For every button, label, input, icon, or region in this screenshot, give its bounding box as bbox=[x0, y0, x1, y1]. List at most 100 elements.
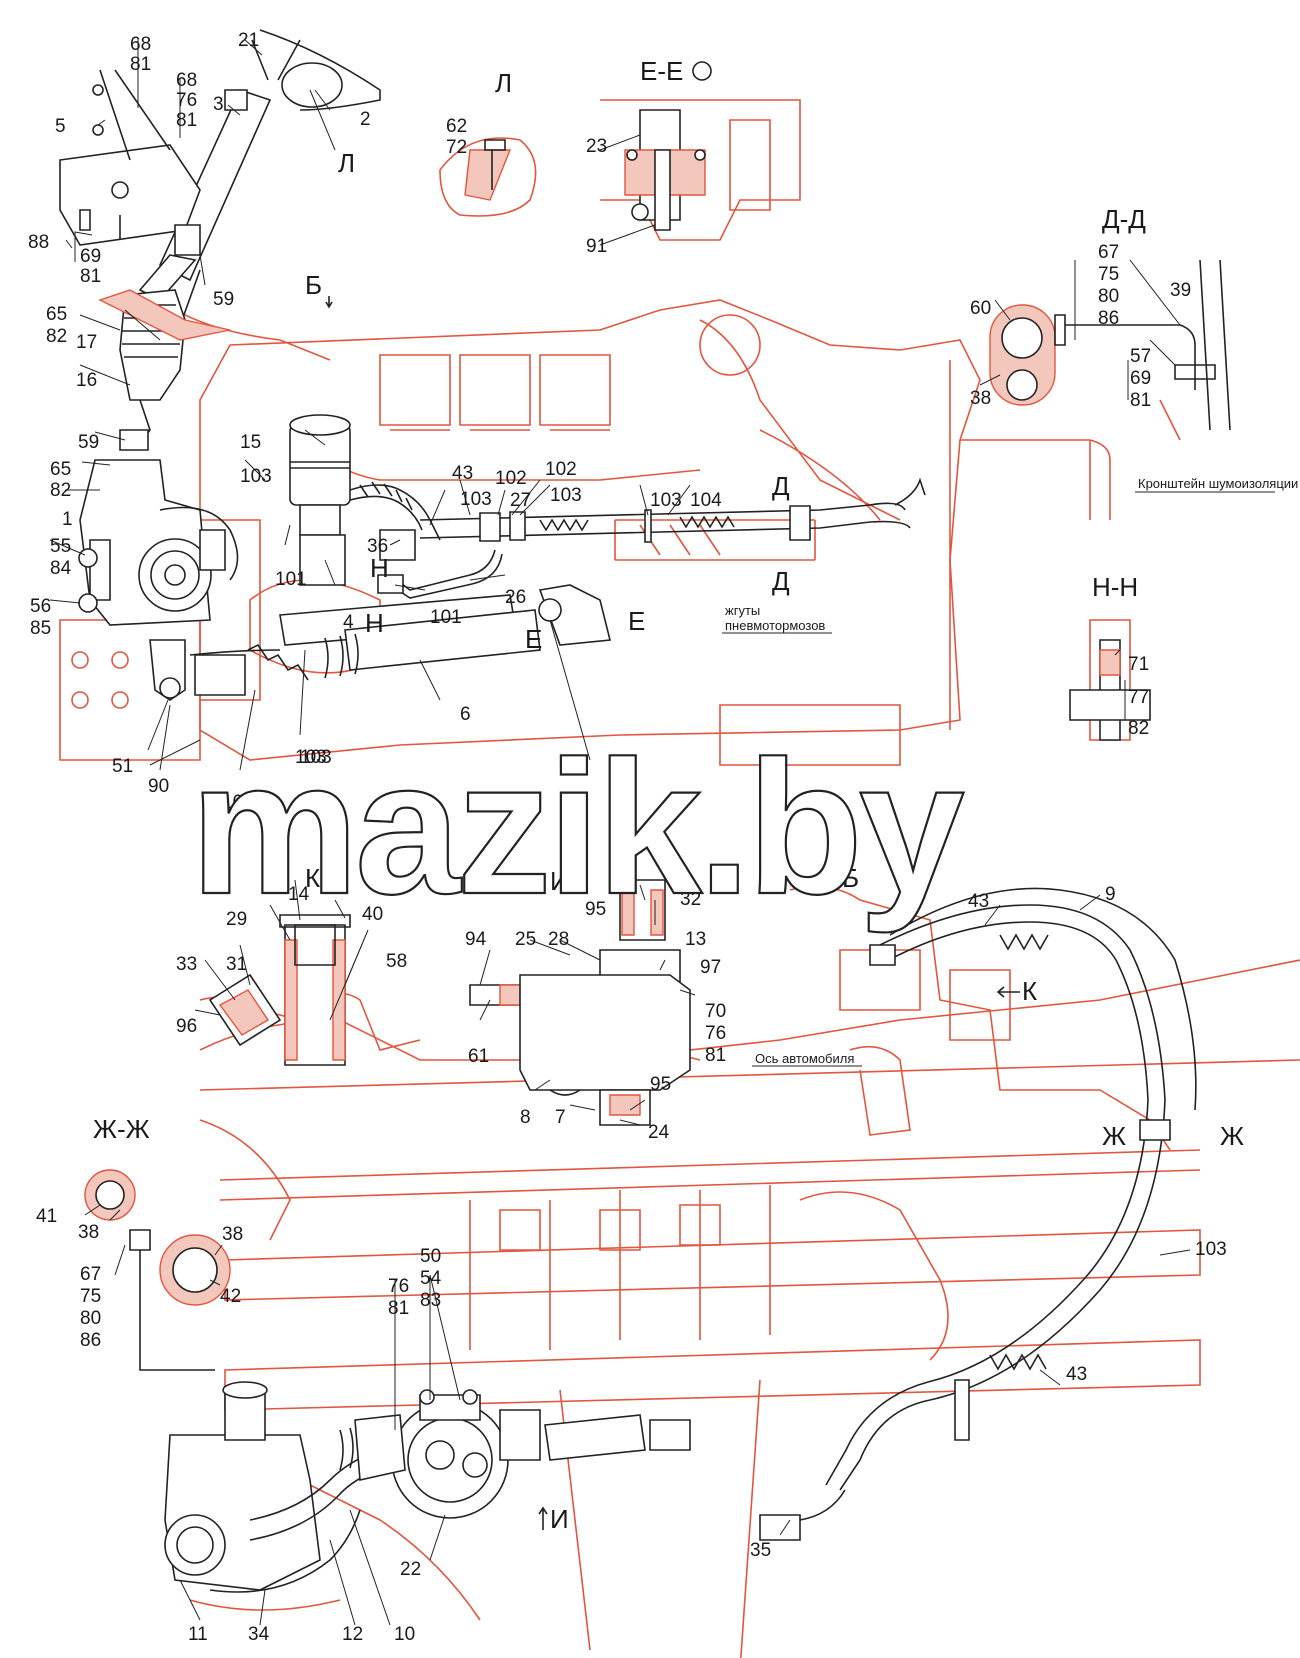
label-58: 58 bbox=[386, 951, 407, 972]
label-86: 86 bbox=[1098, 308, 1119, 329]
label-67: 67 bbox=[1098, 242, 1119, 263]
cut-D-top: Д bbox=[772, 471, 790, 501]
part-number-labels: 21 68 81 5 68 76 81 3 2 Л 88 69 81 59 65… bbox=[28, 30, 1227, 1645]
label-86: 86 bbox=[80, 1330, 101, 1351]
label-57: 57 bbox=[1130, 346, 1151, 367]
label-70: 70 bbox=[705, 1001, 726, 1022]
section-DD-title: Д-Д bbox=[1102, 204, 1146, 234]
label-36: 36 bbox=[367, 536, 388, 557]
label-75: 75 bbox=[80, 1286, 101, 1307]
label-103: 103 bbox=[300, 747, 332, 768]
label-51: 51 bbox=[112, 756, 133, 777]
label-68: 68 bbox=[176, 70, 197, 91]
label-84: 84 bbox=[50, 558, 72, 579]
label-60: 60 bbox=[970, 298, 991, 319]
label-3: 3 bbox=[213, 94, 224, 115]
label-81: 81 bbox=[80, 266, 101, 287]
label-40: 40 bbox=[362, 904, 383, 925]
label-68: 68 bbox=[130, 34, 151, 55]
label-103: 103 bbox=[1195, 1239, 1227, 1260]
view-I-title: И bbox=[550, 866, 569, 896]
label-82: 82 bbox=[50, 480, 71, 501]
label-91: 91 bbox=[586, 236, 607, 257]
label-34: 34 bbox=[248, 1624, 270, 1645]
label-9: 9 bbox=[1105, 884, 1116, 905]
label-103: 103 bbox=[295, 747, 327, 768]
rotation-icon bbox=[327, 868, 347, 888]
label-81: 81 bbox=[705, 1045, 726, 1066]
section-EE bbox=[600, 99, 801, 241]
label-103: 103 bbox=[650, 490, 682, 511]
section-NN bbox=[1069, 619, 1151, 741]
label-61: 61 bbox=[468, 1046, 489, 1067]
lower-main-assembly bbox=[164, 887, 1197, 1593]
arrow-left-icon bbox=[996, 986, 1020, 998]
label-26: 26 bbox=[505, 587, 526, 608]
label-59: 59 bbox=[78, 432, 99, 453]
arrow-I-label: И bbox=[550, 1504, 569, 1534]
label-23: 23 bbox=[586, 136, 607, 157]
label-104: 104 bbox=[690, 490, 722, 511]
label-83: 83 bbox=[420, 1290, 441, 1311]
section-DD bbox=[960, 259, 1231, 520]
cut-Zh-b: Ж bbox=[1220, 1121, 1244, 1151]
label-72: 72 bbox=[446, 137, 467, 158]
label-65: 65 bbox=[46, 304, 67, 325]
label-38: 38 bbox=[222, 1224, 243, 1245]
section-titles: Л Е-Е Б Д-Д Н-Н К И Б Ж-Ж К И Д Д Н Н Е … bbox=[93, 56, 1244, 1534]
view-B-top: Б bbox=[305, 270, 322, 300]
label-56: 56 bbox=[30, 596, 51, 617]
view-K bbox=[208, 914, 351, 1066]
view-L-marker: Л bbox=[338, 148, 355, 178]
label-103: 103 bbox=[460, 489, 492, 510]
watermark: mazik.by bbox=[190, 722, 964, 934]
label-59: 59 bbox=[213, 289, 234, 310]
view-L-detail bbox=[439, 137, 537, 217]
label-50: 50 bbox=[420, 1246, 441, 1267]
label-76: 76 bbox=[176, 90, 197, 111]
label-90: 90 bbox=[148, 776, 169, 797]
label-5: 5 bbox=[55, 116, 66, 137]
label-22: 22 bbox=[400, 1559, 421, 1580]
label-103: 103 bbox=[222, 792, 254, 813]
label-41: 41 bbox=[36, 1206, 57, 1227]
cut-Zh-a: Ж bbox=[1102, 1121, 1126, 1151]
section-ZhZh-title: Ж-Ж bbox=[93, 1114, 150, 1144]
arrow-up-icon bbox=[538, 1506, 548, 1530]
label-88: 88 bbox=[28, 232, 49, 253]
label-15: 15 bbox=[240, 432, 261, 453]
label-81: 81 bbox=[388, 1298, 409, 1319]
label-80: 80 bbox=[80, 1308, 101, 1329]
label-43: 43 bbox=[1066, 1364, 1087, 1385]
label-102: 102 bbox=[495, 468, 527, 489]
label-29: 29 bbox=[226, 909, 247, 930]
label-4: 4 bbox=[343, 612, 354, 633]
label-69: 69 bbox=[80, 246, 101, 267]
label-25: 25 bbox=[515, 929, 536, 950]
label-8: 8 bbox=[520, 1107, 531, 1128]
label-14: 14 bbox=[288, 884, 310, 905]
label-67: 67 bbox=[80, 1264, 101, 1285]
label-39: 39 bbox=[1170, 280, 1191, 301]
label-96: 96 bbox=[176, 1016, 197, 1037]
label-7: 7 bbox=[555, 1107, 566, 1128]
label-62: 62 bbox=[446, 116, 467, 137]
label-55: 55 bbox=[50, 536, 71, 557]
label-31: 31 bbox=[226, 954, 247, 975]
rotation-icon bbox=[692, 61, 712, 81]
label-76: 76 bbox=[705, 1023, 726, 1044]
label-75: 75 bbox=[1098, 264, 1119, 285]
section-NN-title: Н-Н bbox=[1092, 572, 1138, 602]
steering-column-assembly bbox=[59, 29, 926, 701]
label-1: 1 bbox=[62, 509, 73, 530]
label-12: 12 bbox=[342, 1624, 363, 1645]
section-EE-title: Е-Е bbox=[640, 56, 683, 86]
label-10: 10 bbox=[394, 1624, 415, 1645]
label-54: 54 bbox=[420, 1268, 442, 1289]
label-94: 94 bbox=[465, 929, 487, 950]
label-38: 38 bbox=[970, 388, 991, 409]
arrow-down-icon bbox=[325, 296, 333, 309]
label-21: 21 bbox=[238, 30, 259, 51]
view-B-mid: Б bbox=[842, 863, 859, 893]
